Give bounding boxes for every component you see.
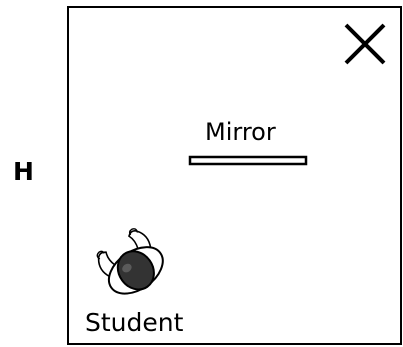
x-mark-icon [344, 23, 386, 65]
diagram-frame [67, 6, 402, 345]
mirror-icon [188, 155, 308, 166]
student-label: Student [85, 308, 184, 337]
mirror-label: Mirror [205, 118, 276, 146]
option-letter: H [13, 157, 34, 186]
student-top-view-icon [96, 228, 164, 295]
